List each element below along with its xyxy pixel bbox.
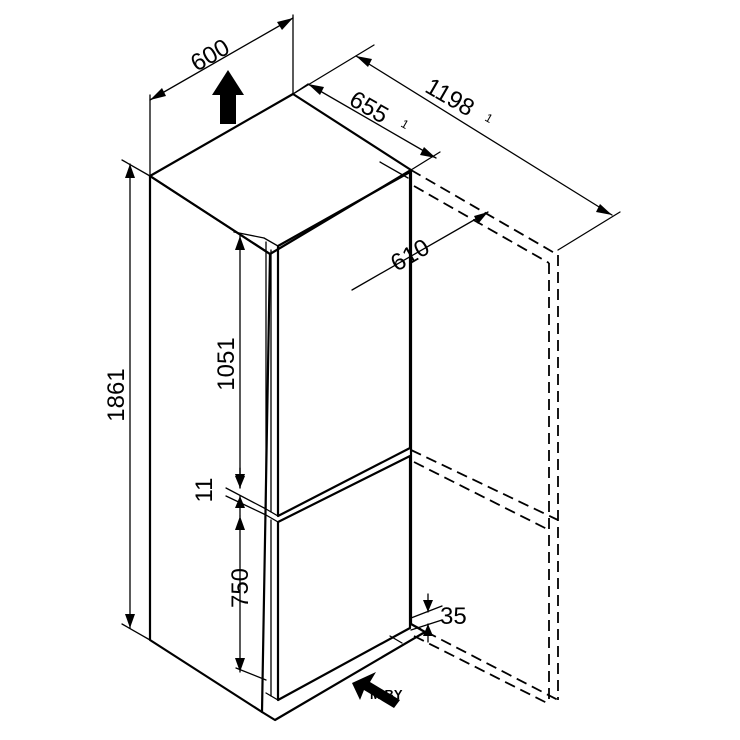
fridge-door [263,170,412,518]
arrow-up-icon [212,70,244,124]
swing-mid-edge [410,449,559,521]
freezer-door-edge [265,514,279,702]
cabinet-base [260,622,427,722]
cabinet-side [148,174,272,714]
dimension-width: 600 [149,14,294,177]
freezer-door-front [276,454,412,702]
dimension-plinth: 35 [410,593,467,643]
fridge-door-label: 1051 [213,337,240,390]
fridge-door-front [276,170,412,518]
dimension-height-total: 1861 [103,159,151,641]
dimension-fridge-door: 1051 [213,231,265,489]
dimension-freezer-door: 750 [227,515,267,681]
swing-mid-inner [413,461,550,531]
depth-body-label: 655 [345,86,393,129]
watermark: M.BY [370,687,403,702]
dimension-depth-total: 1198 1 [292,44,621,251]
width-label: 600 [186,34,234,77]
door-gap-label: 11 [191,478,218,503]
plinth-label: 35 [440,603,467,630]
swing-top-inner [413,185,550,264]
arrow-diagonal-icon [352,672,400,708]
freezer-door [265,454,412,702]
height-total-label: 1861 [103,368,130,421]
swing-bottom-inner [413,635,550,705]
depth-body-note: 1 [399,116,412,132]
dimension-door-gap: 11 [191,467,267,517]
swing-bottom-edge [410,623,559,701]
depth-total-note: 1 [483,110,496,126]
door-swing-outline [410,169,559,705]
dimension-door-open: 610 [351,211,489,291]
fridge-door-edge [263,237,279,518]
dimension-depth-body: 655 1 [292,83,441,171]
door-open-label: 610 [386,234,434,277]
swing-top-edge [410,169,559,256]
freezer-door-label: 750 [227,568,254,608]
